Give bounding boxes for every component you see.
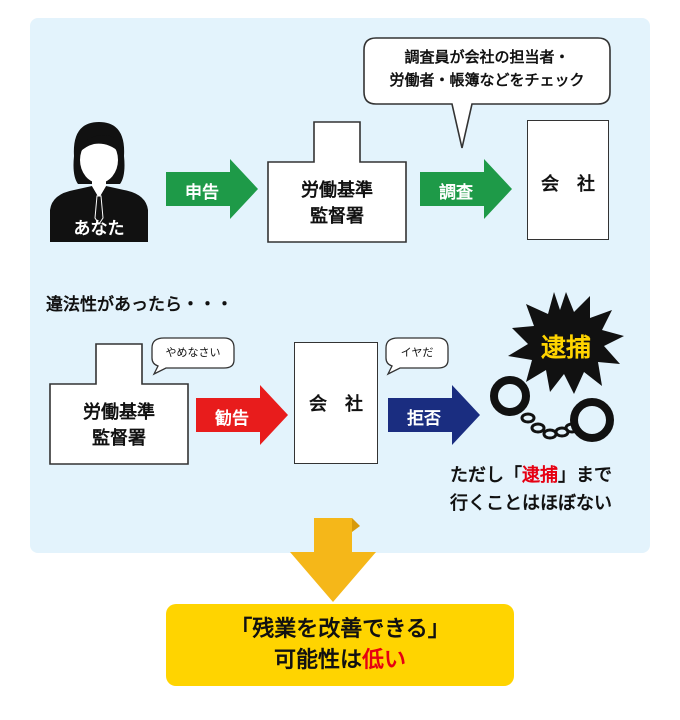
handcuffs-icon [490,376,614,442]
investigator-speech-bubble [363,37,611,149]
office-bubble-text: やめなさい [165,346,221,359]
result-box [166,604,514,686]
company-bubble-text: イヤだ [400,346,434,359]
investigate-arrow-label: 調査 [439,183,473,203]
arrest-note-prefix: ただし「 [450,465,522,486]
labor-office-label-top: 労働基準 監督署 [266,178,408,230]
labor-office-line1: 労働基準 [301,180,373,201]
company-box-top [527,120,609,240]
refuse-arrow-label: 拒否 [407,409,441,429]
result-line2: 可能性は低い [166,645,514,676]
investigate-arrow [420,159,512,219]
company-box-bottom [294,342,378,464]
labor-office-line1-bottom: 労働基準 [83,402,155,423]
arrest-note-line2: 行くことはほぼない [450,493,612,514]
company-label-bottom: 会 社 [309,394,363,415]
investigator-bubble-text: 調査員が会社の担当者・ 労働者・帳簿などをチェック [362,46,612,92]
bubble-line1: 調査員が会社の担当者・ [404,48,570,66]
company-speech-bubble [385,337,449,376]
arrest-note-suffix: 」まで [558,465,612,486]
office-speech-bubble [151,337,235,376]
labor-office-line2: 監督署 [310,206,364,227]
bubble-line2: 労働者・帳簿などをチェック [389,71,585,89]
arrest-burst-label: 逮捕 [540,333,591,362]
recommend-arrow-label: 勧告 [215,409,249,429]
down-arrow [290,518,376,602]
company-label-top: 会 社 [541,174,595,195]
condition-text: 違法性があったら・・・ [46,295,233,315]
labor-office-building-bottom [49,343,189,465]
labor-office-line2-bottom: 監督署 [92,428,146,449]
labor-office-building-top [267,121,407,243]
refuse-arrow [388,385,480,445]
report-arrow [166,159,258,219]
labor-office-label-bottom: 労働基準 監督署 [48,400,190,452]
report-arrow-label: 申告 [185,183,219,203]
arrest-burst-icon [508,292,624,394]
person-icon [50,122,148,242]
recommend-arrow [196,385,288,445]
result-line2-prefix: 可能性は [273,648,362,673]
arrest-note-line1: ただし「逮捕」まで [406,462,656,490]
person-label: あなた [73,219,125,239]
result-line1: 「残業を改善できる」 [230,617,450,642]
arrest-note-highlight: 逮捕 [522,465,558,486]
arrest-note: ただし「逮捕」まで 行くことはほぼない [406,462,656,518]
result-text: 「残業を改善できる」 可能性は低い [166,614,514,676]
result-highlight: 低い [362,648,407,673]
